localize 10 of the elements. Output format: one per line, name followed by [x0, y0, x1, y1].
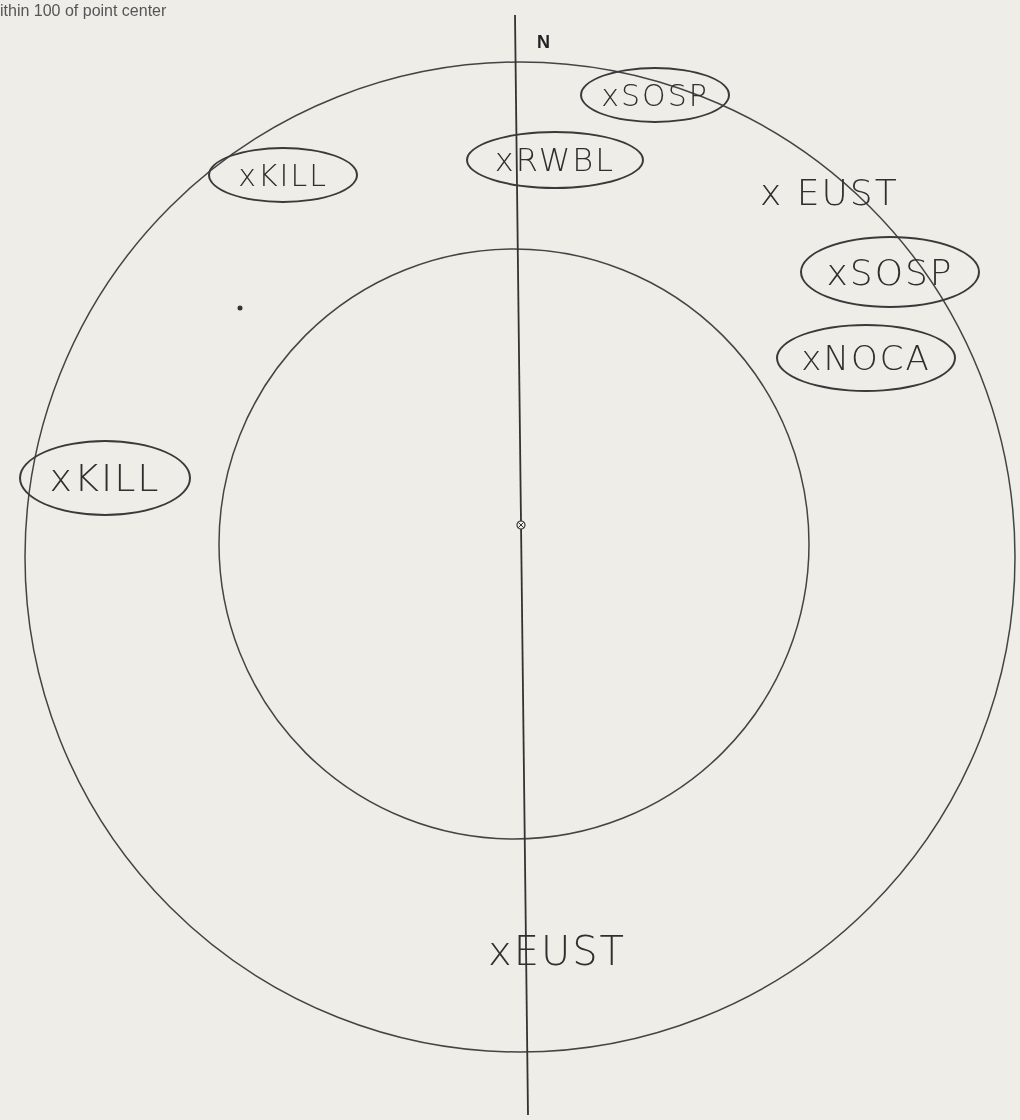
species-code: xKILL — [238, 157, 328, 193]
circled-species-code — [19, 440, 191, 516]
circled-species-code — [776, 324, 956, 392]
species-code: xNOCA — [801, 338, 931, 378]
circled-species-code — [580, 67, 730, 123]
north-label: N — [537, 32, 550, 53]
instruction-text: ithin 100 of point center — [0, 2, 167, 20]
species-code: xKILL — [49, 456, 161, 500]
circled-species-code — [208, 147, 358, 203]
species-code: xSOSP — [601, 77, 709, 113]
